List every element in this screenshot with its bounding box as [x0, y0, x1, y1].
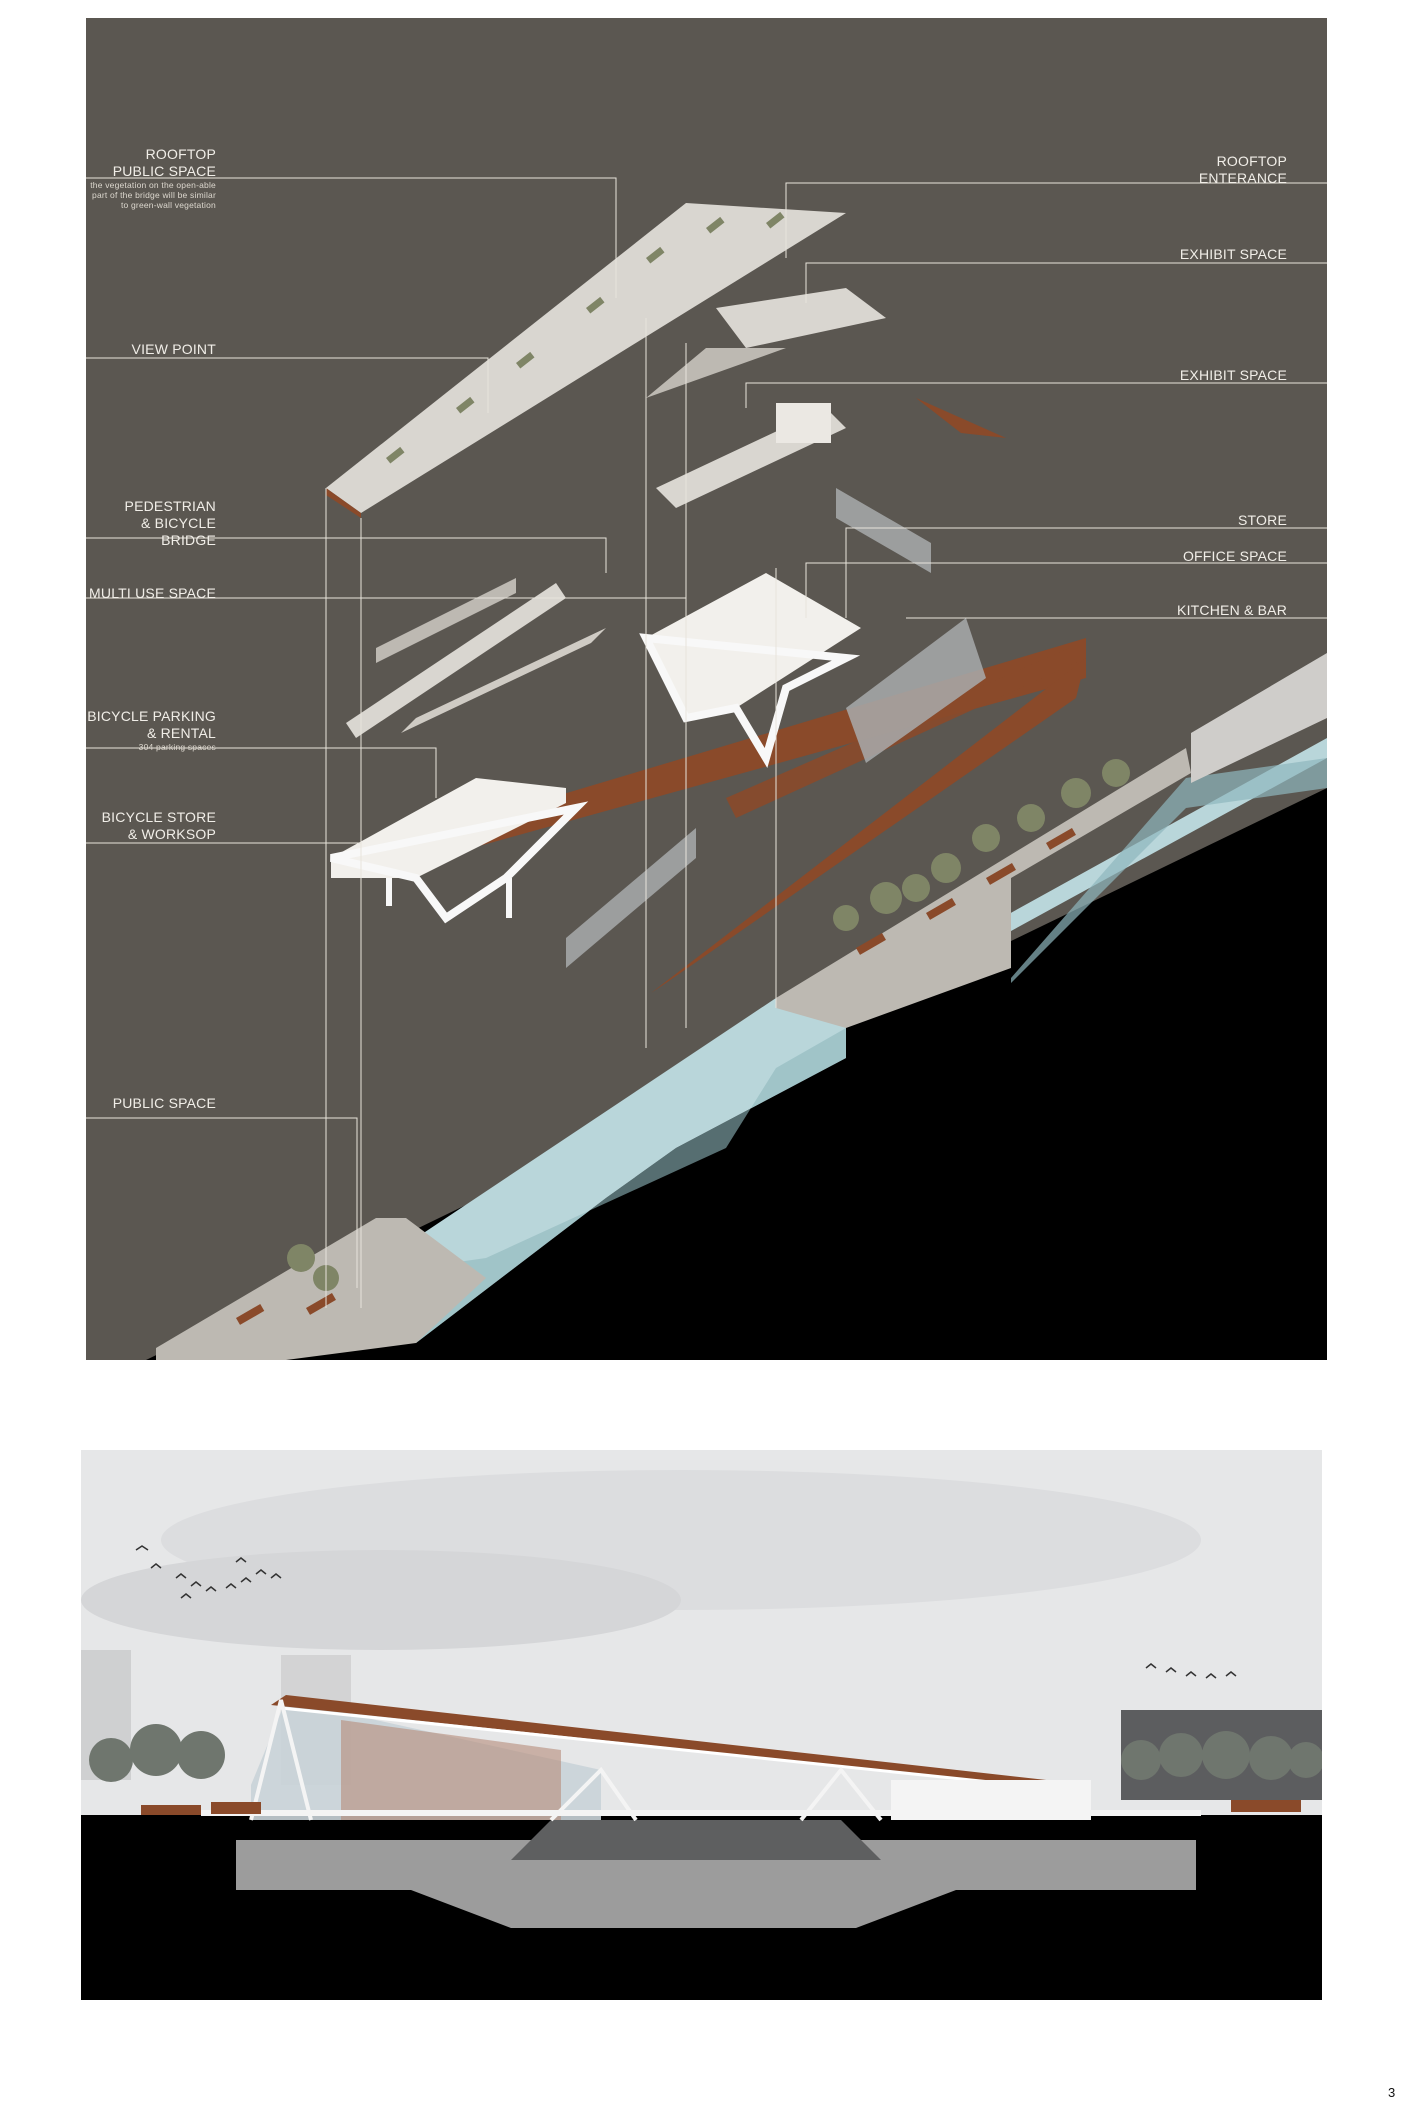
- label-title: BICYCLE PARKING & RENTAL: [87, 708, 216, 741]
- bridge-slab-2: [401, 628, 606, 733]
- label-bicycle-store-workshop: BICYCLE STORE & WORKSOP: [86, 809, 216, 843]
- bicycle-columns-2: [506, 878, 512, 918]
- label-title: BICYCLE STORE & WORKSOP: [101, 809, 216, 842]
- river-wall: [416, 1028, 846, 1343]
- bicycle-building-frame: [330, 801, 589, 924]
- label-public-space: PUBLIC SPACE: [86, 1095, 216, 1112]
- frame-center: [549, 1766, 638, 1822]
- glass-panel-2: [846, 618, 986, 763]
- label-title: EXHIBIT SPACE: [1179, 367, 1287, 383]
- label-title: PUBLIC SPACE: [112, 1095, 216, 1111]
- building-brick-facade: [341, 1720, 561, 1820]
- rooftop-slab: [326, 203, 846, 513]
- bridge-slab-3: [376, 578, 516, 663]
- bicycle-building: [331, 778, 566, 878]
- label-multi-use-space: MULTI USE SPACE: [86, 585, 216, 602]
- roof-slab: [271, 1695, 1091, 1792]
- exhibit-slab-upper: [716, 288, 886, 348]
- exhibit-ramp: [646, 348, 786, 398]
- rooftop-vegetation: [386, 211, 785, 464]
- label-bicycle-parking-rental: BICYCLE PARKING & RENTAL 304 parking spa…: [86, 708, 216, 752]
- glass-panel-1: [836, 488, 931, 573]
- birds: [135, 1545, 1237, 1679]
- label-title: ROOFTOP PUBLIC SPACE: [112, 146, 216, 179]
- cross-section-panel: [81, 1450, 1322, 2000]
- floor-slab: [201, 1810, 1201, 1816]
- label-title: KITCHEN & BAR: [1177, 602, 1287, 618]
- label-title: EXHIBIT SPACE: [1179, 246, 1287, 262]
- page-number: 3: [1388, 2085, 1396, 2100]
- label-title: OFFICE SPACE: [1182, 548, 1287, 564]
- label-title: MULTI USE SPACE: [89, 585, 216, 601]
- label-note: the vegetation on the open-able part of …: [90, 180, 216, 210]
- label-store: STORE: [1127, 512, 1287, 529]
- bridge-slab-1: [346, 583, 566, 738]
- label-view-point: VIEW POINT: [86, 341, 216, 358]
- leader-lines: [86, 177, 1327, 1308]
- frame-left: [249, 1699, 313, 1821]
- exhibit-box: [776, 403, 831, 443]
- river-wall-right: [1011, 758, 1327, 983]
- label-title: PEDESTRIAN & BICYCLE BRIDGE: [124, 498, 216, 548]
- section-trees: [89, 1724, 1322, 1782]
- axonometric-drawing: [86, 177, 1327, 1360]
- rooftop-slab-edge: [326, 488, 361, 518]
- section-drawing: [81, 1470, 1322, 2000]
- upper-bank: [1191, 653, 1327, 783]
- basement-space: [236, 1840, 1196, 1928]
- roof-underside: [280, 1706, 1087, 1794]
- label-exhibit-space-1: EXHIBIT SPACE: [1127, 246, 1287, 263]
- label-title: STORE: [1238, 512, 1287, 528]
- label-pedestrian-bicycle-bridge: PEDESTRIAN & BICYCLE BRIDGE: [86, 498, 216, 549]
- label-exhibit-space-2: EXHIBIT SPACE: [1127, 367, 1287, 384]
- planters: [235, 827, 1076, 1325]
- promenade-middle: [776, 748, 1191, 1028]
- label-title: ROOFTOP ENTERANCE: [1198, 153, 1287, 186]
- glass-panel-3: [566, 828, 696, 968]
- label-note: 304 parking spaces: [138, 742, 216, 752]
- exploded-axonometric-panel: ROOFTOP PUBLIC SPACE the vegetation on t…: [86, 18, 1327, 1360]
- frame-right: [799, 1766, 883, 1822]
- label-rooftop-public-space: ROOFTOP PUBLIC SPACE the vegetation on t…: [86, 146, 216, 210]
- label-title: VIEW POINT: [131, 341, 216, 357]
- label-office-space: OFFICE SPACE: [1127, 548, 1287, 565]
- corten-panel-top: [916, 398, 1006, 438]
- river-water: [266, 738, 1327, 1343]
- river-basin: [511, 1820, 881, 1860]
- corten-panel-low: [651, 658, 1086, 993]
- bicycle-columns-1: [386, 878, 392, 906]
- label-rooftop-entrance: ROOFTOP ENTERANCE: [1127, 153, 1287, 187]
- section-planters: [141, 1800, 1301, 1815]
- cloud: [81, 1550, 681, 1650]
- label-kitchen-bar: KITCHEN & BAR: [1127, 602, 1287, 619]
